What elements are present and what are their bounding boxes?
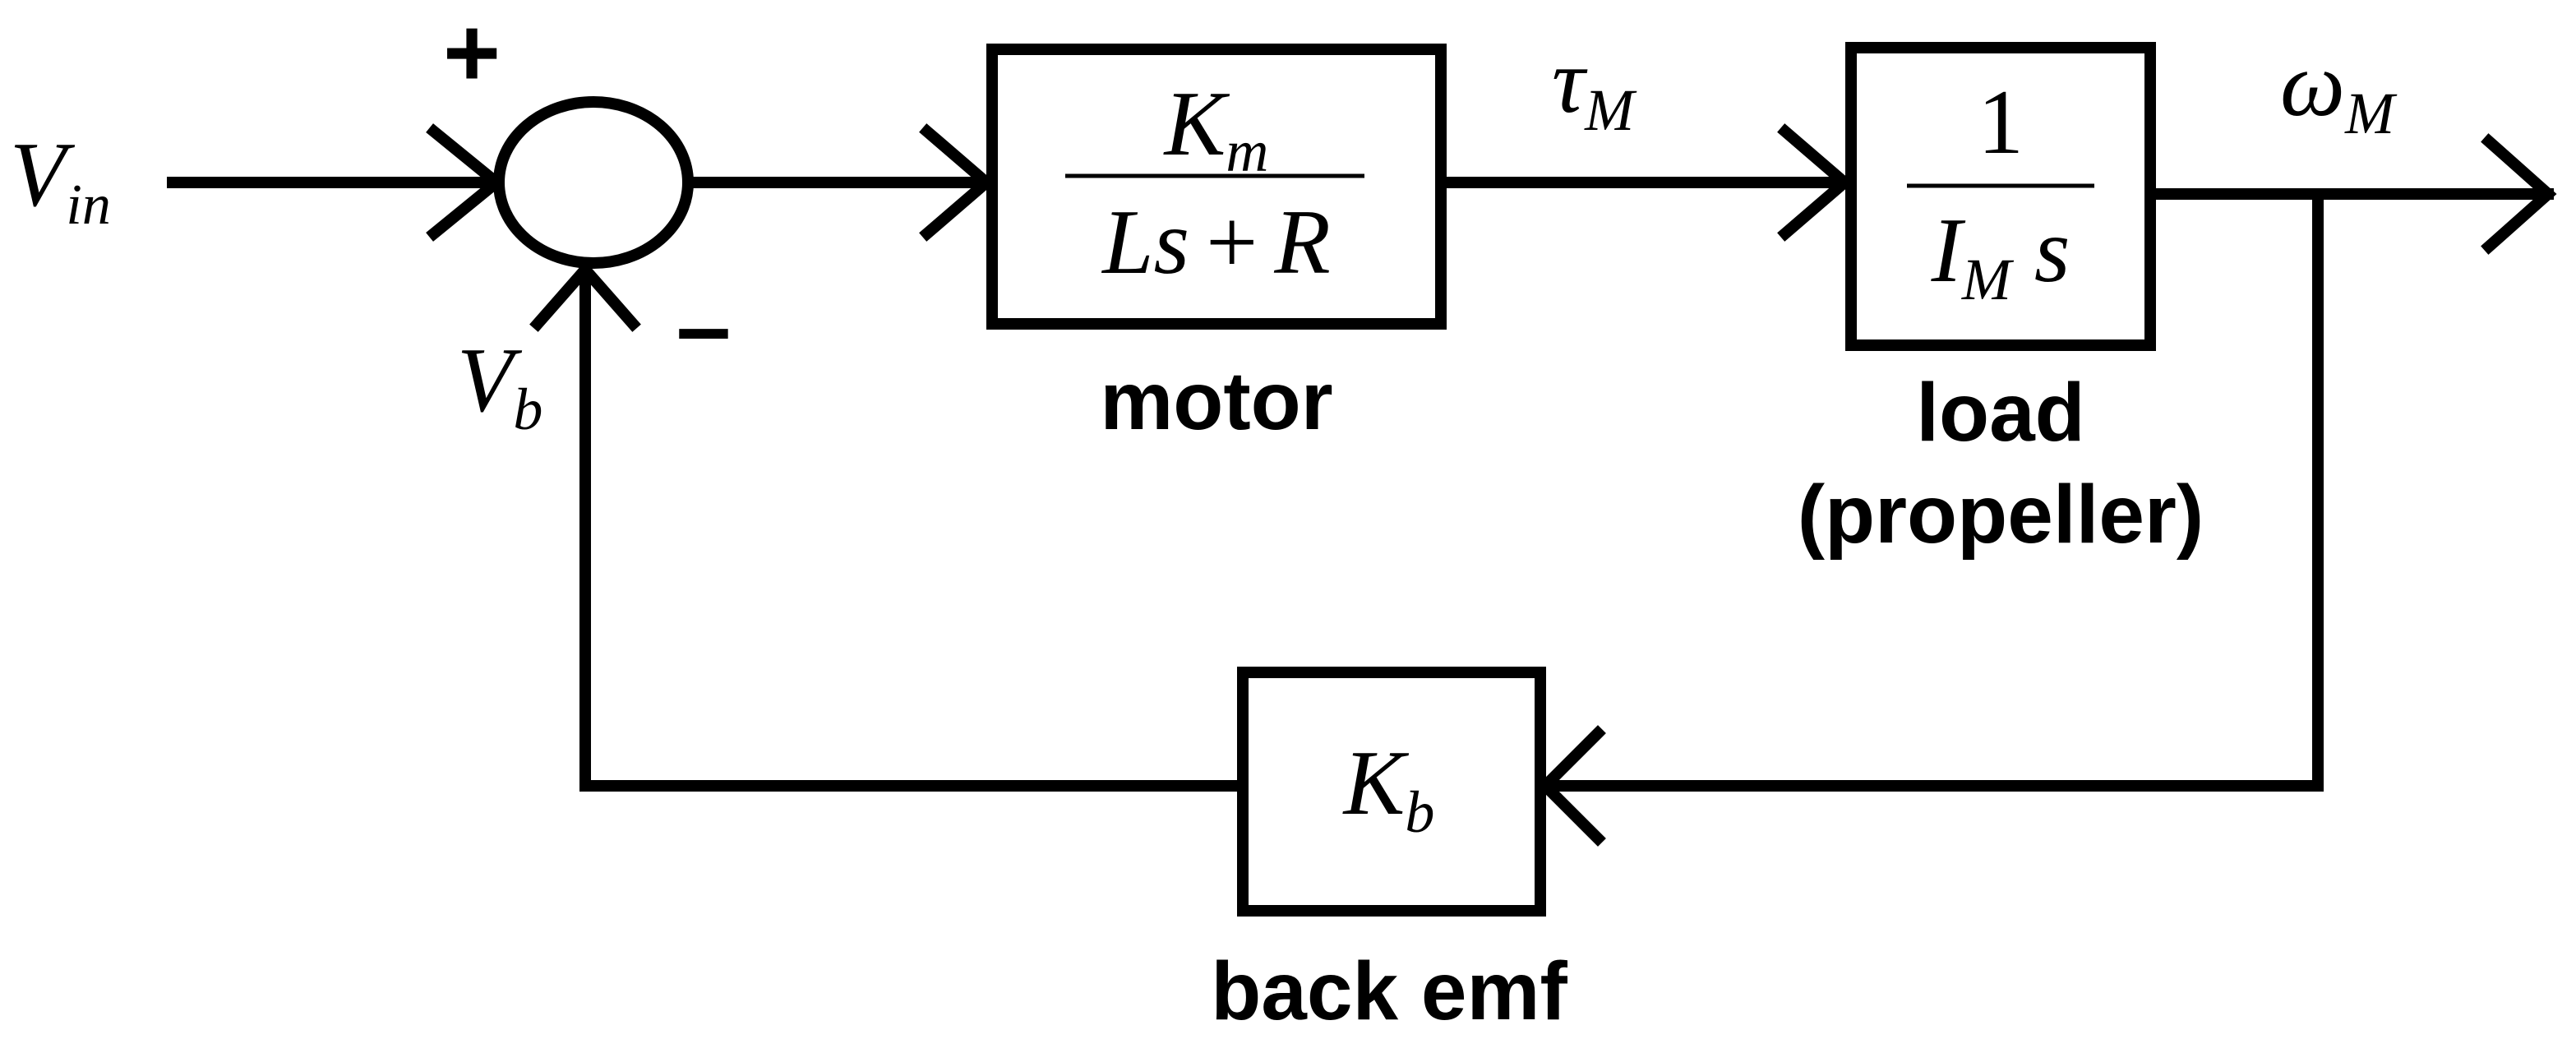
motor-block xyxy=(986,44,1447,330)
load-label-line2: (propeller) xyxy=(1798,469,2204,561)
motor-den-op: + xyxy=(1206,192,1258,293)
motor-denominator: Ls+R xyxy=(1101,192,1330,293)
input-signal-sub: in xyxy=(66,173,110,237)
load-den-sub: M xyxy=(1961,247,2015,312)
load-input-arrowhead xyxy=(1777,123,1854,242)
back-emf-gain: Kb xyxy=(1342,732,1435,845)
feedback-signal-label: Vb xyxy=(457,330,542,442)
input-signal-label: Vin xyxy=(10,124,111,237)
feedback-sub: b xyxy=(513,376,542,442)
feedback-line-left xyxy=(579,264,1249,792)
back-emf-sub: b xyxy=(1405,779,1434,845)
load-numerator: 1 xyxy=(1978,72,2024,173)
torque-sub: M xyxy=(1584,77,1637,143)
motor-numerator: Km xyxy=(1163,73,1269,184)
summing-junction xyxy=(493,96,694,269)
feedback-line-right xyxy=(1540,188,2324,792)
motor-num-main: K xyxy=(1163,73,1230,175)
torque-label: τM xyxy=(1552,30,1637,143)
feedback-arrowhead xyxy=(529,261,641,332)
back-emf-main: K xyxy=(1342,732,1410,834)
motor-den-left: Ls xyxy=(1101,192,1189,293)
output-label: ωM xyxy=(2280,34,2398,146)
output-arrowhead xyxy=(2481,133,2557,255)
motor-den-right: R xyxy=(1273,192,1330,293)
motor-num-sub: m xyxy=(1226,118,1268,184)
output-sub: M xyxy=(2344,81,2398,146)
motor-label: motor xyxy=(1100,355,1332,447)
back-emf-label: back emf xyxy=(1211,945,1567,1037)
feedback-main: V xyxy=(457,330,523,432)
minus-sign: – xyxy=(676,271,732,381)
output-main: ω xyxy=(2280,34,2345,136)
load-den-main: I xyxy=(1931,200,1966,302)
load-den-var: s xyxy=(2034,200,2070,302)
load-block xyxy=(1845,42,2156,351)
input-signal-main: V xyxy=(10,124,76,226)
back-emf-block xyxy=(1237,667,1546,917)
plus-sign: + xyxy=(443,0,501,108)
torque-main: τ xyxy=(1552,30,1588,132)
load-label-line1: load xyxy=(1916,367,2085,459)
